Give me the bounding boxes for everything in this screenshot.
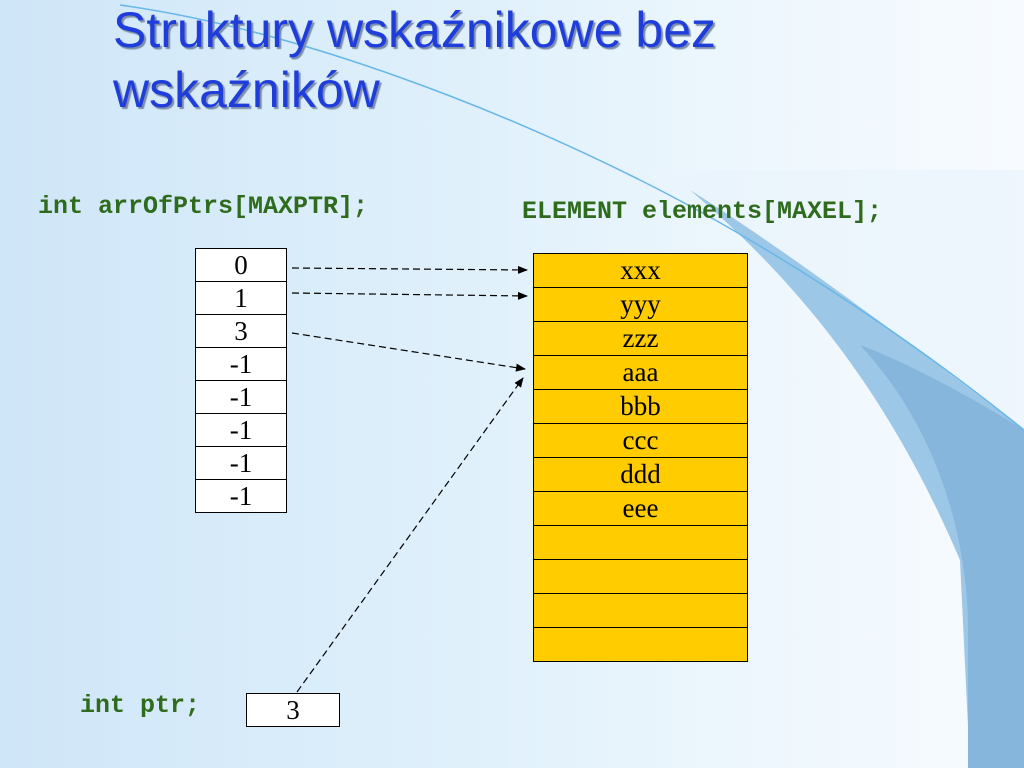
- elements-table: xxx yyy zzz aaa bbb ccc ddd eee: [533, 253, 748, 662]
- arr-row: 0: [195, 248, 287, 282]
- element-row: [533, 525, 748, 560]
- arr-row: 1: [195, 281, 287, 315]
- element-cell: aaa: [533, 355, 748, 390]
- ptr-value-box: 3: [246, 693, 340, 727]
- element-row: [533, 593, 748, 628]
- element-row: ccc: [533, 423, 748, 458]
- arr-cell: -1: [195, 479, 287, 513]
- pointer-declaration-label: int ptr;: [80, 691, 201, 720]
- element-cell: [533, 593, 748, 628]
- element-row: xxx: [533, 253, 748, 288]
- element-row: bbb: [533, 389, 748, 424]
- arr-cell: -1: [195, 380, 287, 414]
- element-cell: [533, 627, 748, 662]
- arr-row: -1: [195, 347, 287, 381]
- element-row: yyy: [533, 287, 748, 322]
- arr-of-ptrs-table: 0 1 3 -1 -1 -1 -1 -1: [195, 248, 287, 513]
- element-cell: yyy: [533, 287, 748, 322]
- arr-cell: -1: [195, 413, 287, 447]
- element-row: aaa: [533, 355, 748, 390]
- element-cell: ccc: [533, 423, 748, 458]
- element-cell: eee: [533, 491, 748, 526]
- arr-cell: 0: [195, 248, 287, 282]
- arr-row: -1: [195, 380, 287, 414]
- slide-title: Struktury wskaźnikowe bez wskaźników: [113, 2, 717, 118]
- element-cell: xxx: [533, 253, 748, 288]
- element-row: ddd: [533, 457, 748, 492]
- arr-row: -1: [195, 479, 287, 513]
- arr-row: -1: [195, 413, 287, 447]
- arr-row: -1: [195, 446, 287, 480]
- element-cell: ddd: [533, 457, 748, 492]
- element-cell: zzz: [533, 321, 748, 356]
- arr-cell: 1: [195, 281, 287, 315]
- arr-cell: 3: [195, 314, 287, 348]
- arr-row: 3: [195, 314, 287, 348]
- array-declaration-label: int arrOfPtrs[MAXPTR];: [38, 192, 369, 221]
- element-row: zzz: [533, 321, 748, 356]
- element-row: eee: [533, 491, 748, 526]
- arr-cell: -1: [195, 347, 287, 381]
- arr-cell: -1: [195, 446, 287, 480]
- element-cell: [533, 559, 748, 594]
- element-row: [533, 559, 748, 594]
- element-cell: bbb: [533, 389, 748, 424]
- element-row: [533, 627, 748, 662]
- element-cell: [533, 525, 748, 560]
- elements-declaration-label: ELEMENT elements[MAXEL];: [522, 197, 883, 226]
